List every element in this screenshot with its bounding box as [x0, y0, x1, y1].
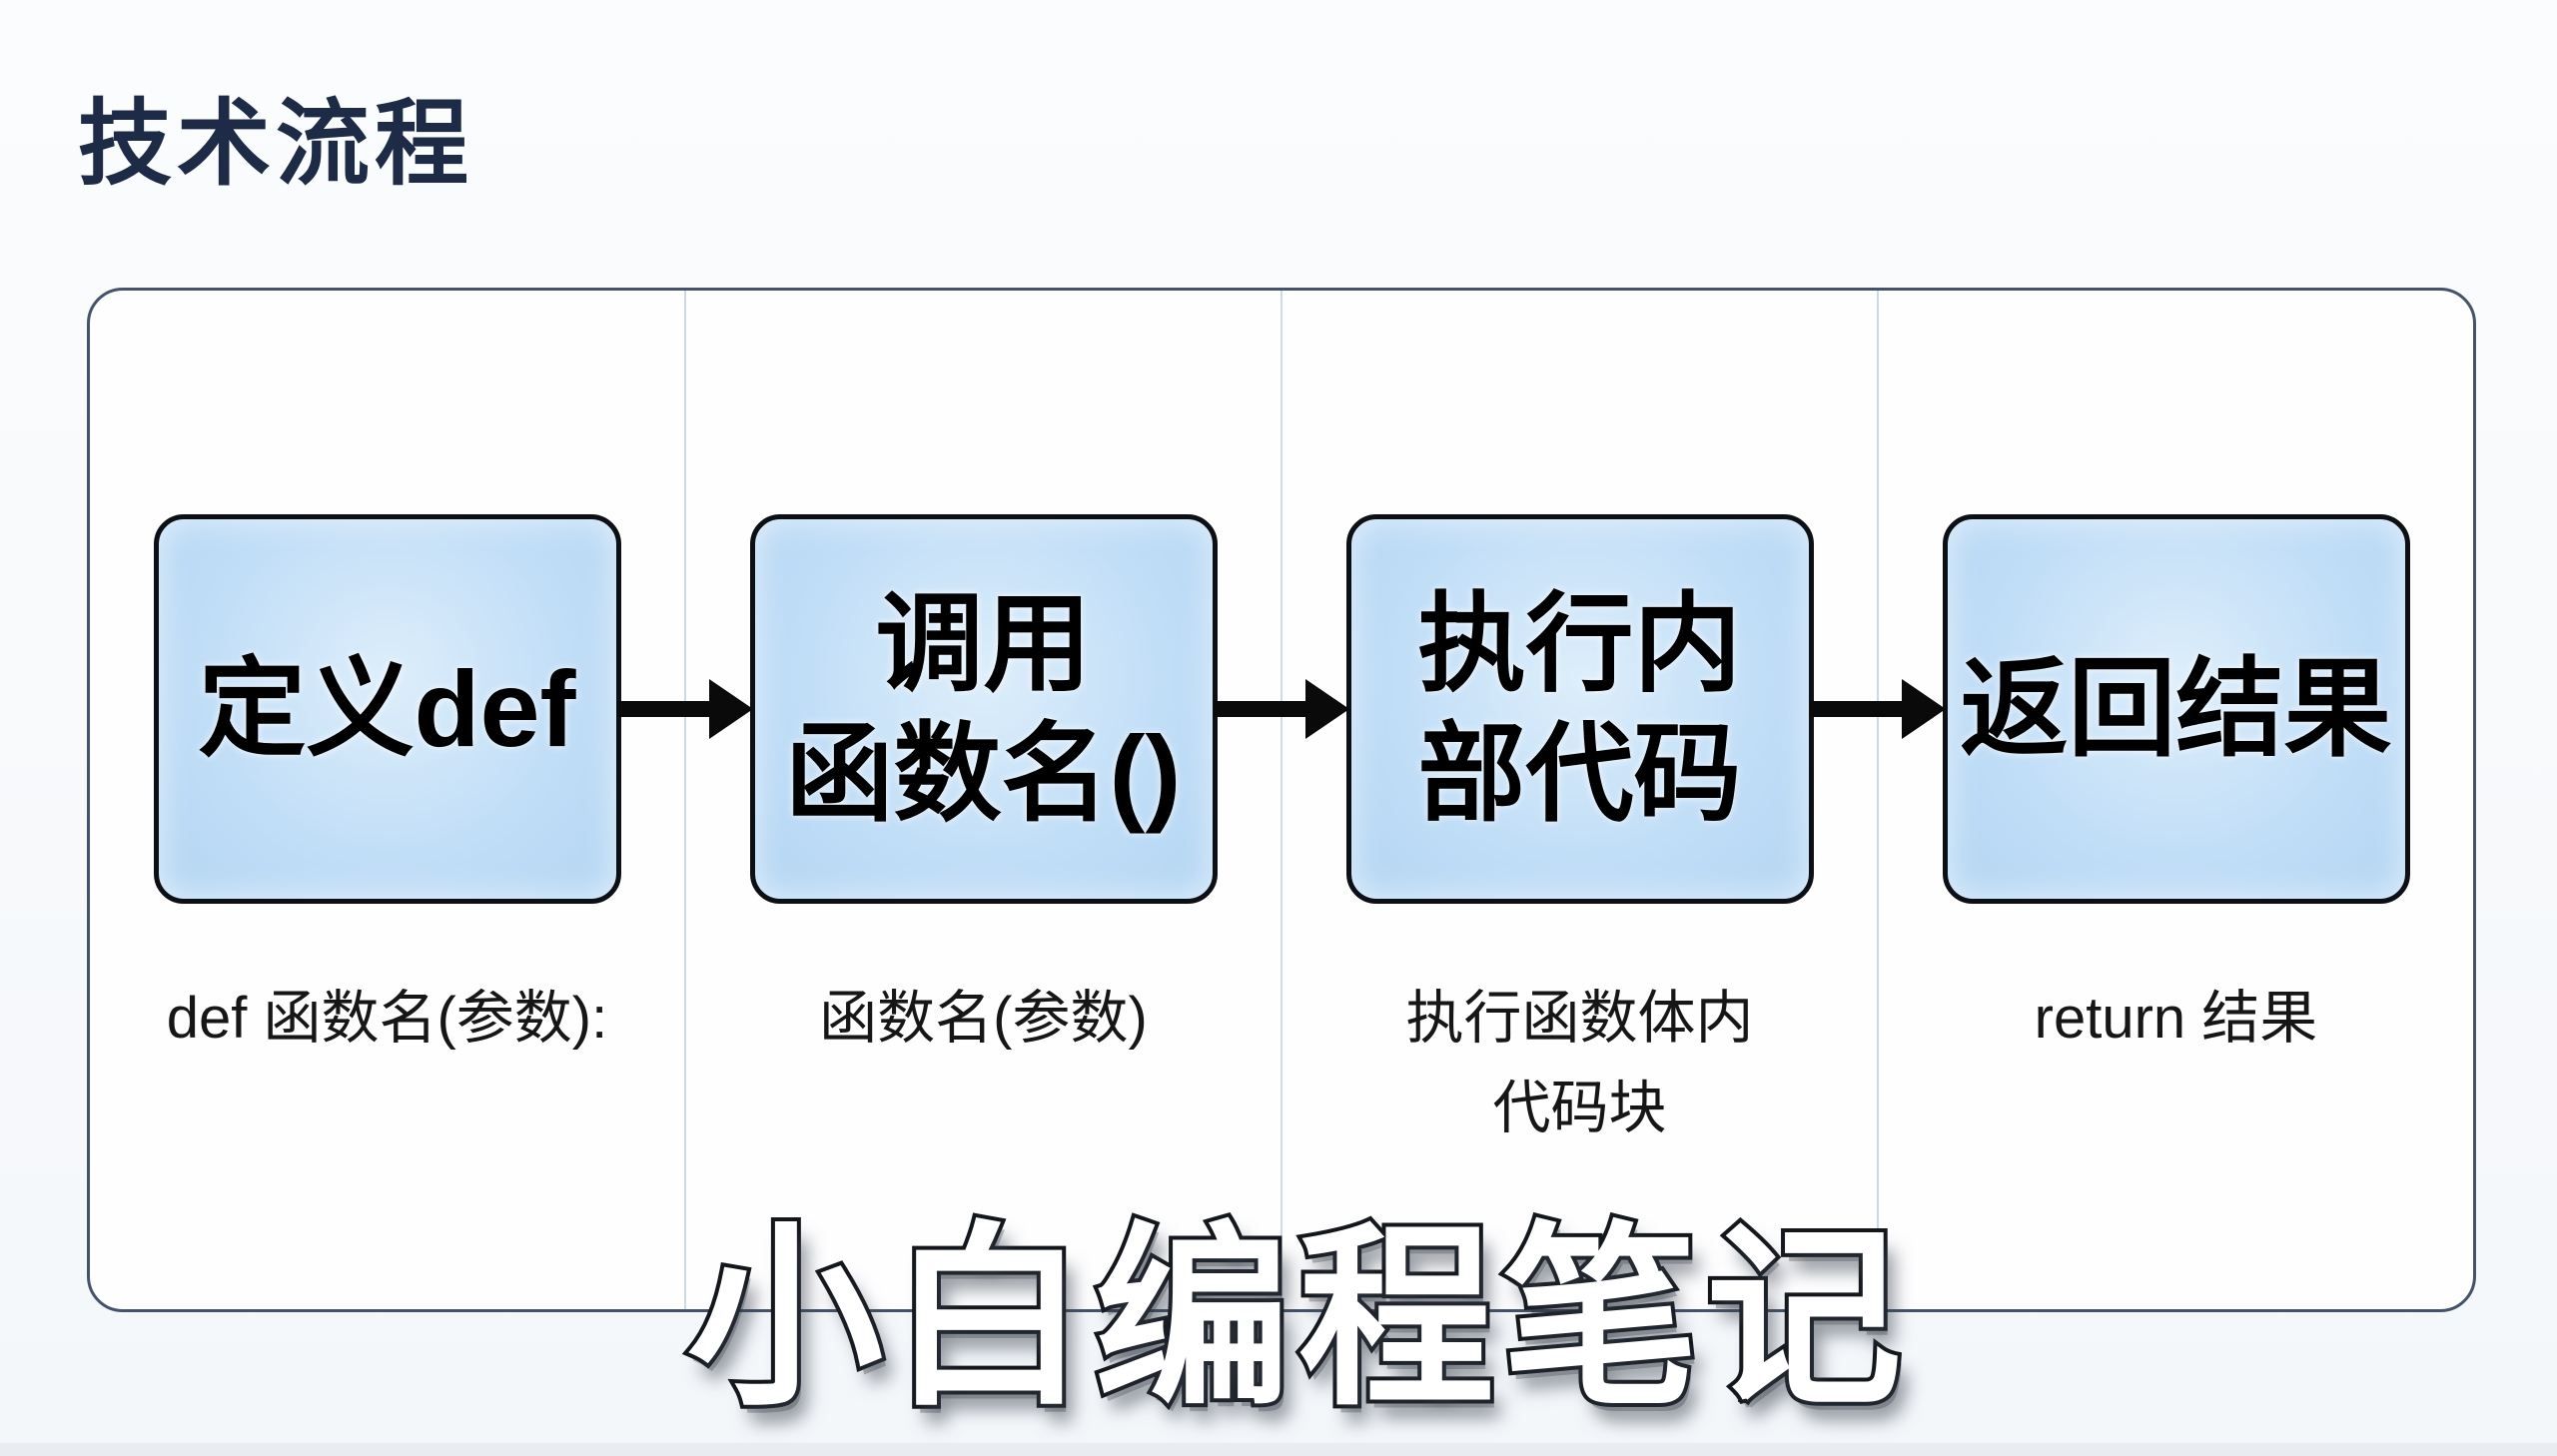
flow-caption-return: return 结果 — [2035, 974, 2318, 1064]
flow-caption-define: def 函数名(参数): — [167, 974, 608, 1064]
box-label-line: 函数名() — [785, 713, 1182, 834]
arrow-right-icon — [1810, 679, 1946, 739]
caption-line: 执行函数体内 — [1405, 986, 1754, 1051]
watermark: 小白编程笔记 — [683, 1205, 1911, 1432]
flow-step-execute: 执行内 部代码 执行函数体内 代码块 — [1282, 291, 1879, 1309]
box-label-line: 定义def — [198, 648, 576, 770]
arrow-head — [709, 679, 753, 739]
box-label-line: 执行内 — [1417, 583, 1742, 705]
arrow-head — [1305, 679, 1349, 739]
flow-step-call: 调用 函数名() 函数名(参数) — [686, 291, 1282, 1309]
box-label-line: 调用 — [875, 583, 1092, 705]
page-title: 技术流程 — [78, 91, 474, 196]
flow-panel: 定义def def 函数名(参数): 调用 函数名() 函数名(参数) 执行内 … — [87, 288, 2476, 1312]
box-label-line: 返回结果 — [1960, 648, 2392, 770]
arrow-shaft — [1810, 701, 1904, 717]
flow-step-define: 定义def def 函数名(参数): — [90, 291, 686, 1309]
flow-caption-execute: 执行函数体内 代码块 — [1405, 974, 1753, 1153]
flow-box-return: 返回结果 — [1942, 514, 2410, 904]
arrow-right-icon — [1214, 679, 1349, 739]
caption-line: 代码块 — [1492, 1075, 1667, 1140]
caption-line: 函数名(参数) — [819, 986, 1148, 1051]
arrow-head — [1902, 679, 1946, 739]
caption-line: def 函数名(参数): — [166, 986, 608, 1051]
flow-box-define: 定义def — [153, 514, 621, 904]
flow-box-execute: 执行内 部代码 — [1345, 514, 1814, 904]
box-label-line: 部代码 — [1417, 713, 1742, 834]
bottom-strip — [0, 1443, 2557, 1456]
arrow-right-icon — [617, 679, 753, 739]
arrow-shaft — [1214, 701, 1307, 717]
arrow-shaft — [617, 701, 711, 717]
flow-box-call: 调用 函数名() — [749, 514, 1218, 904]
caption-line: return 结果 — [2034, 986, 2318, 1051]
flow-caption-call: 函数名(参数) — [819, 974, 1148, 1064]
flow-step-return: 返回结果 return 结果 — [1879, 291, 2473, 1309]
